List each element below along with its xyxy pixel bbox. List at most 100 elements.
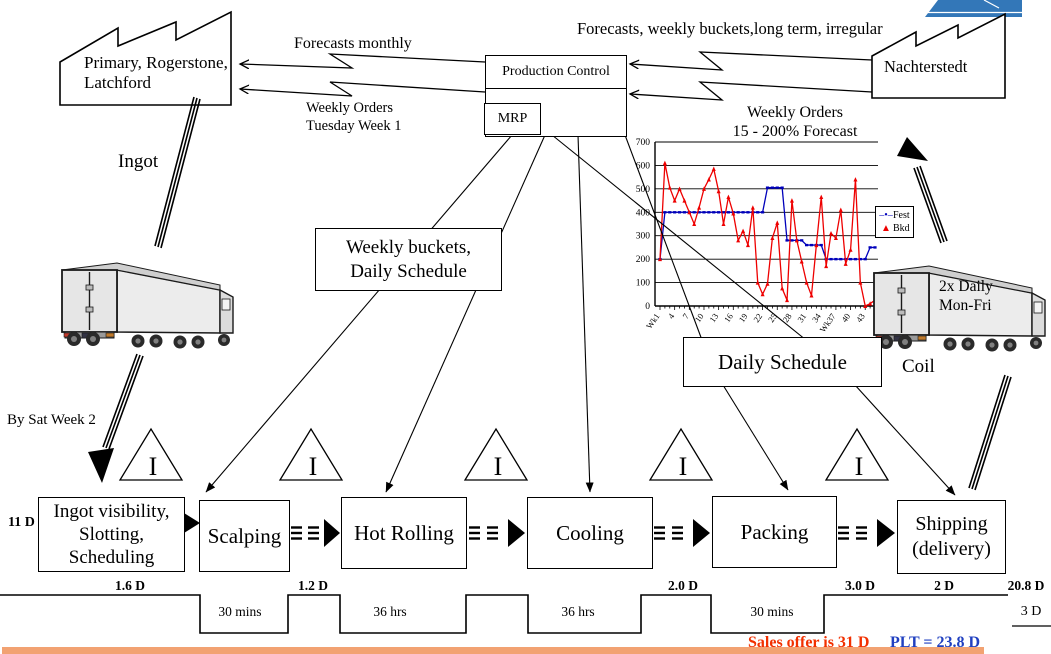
timeline-30mins-1: 30 mins (218, 604, 262, 619)
svg-text:I: I (679, 452, 688, 481)
arrow-forecasts-right (630, 51, 873, 71)
arrow-to-packing (722, 384, 789, 491)
inventory-triangle-icon (118, 427, 184, 481)
svg-text:600: 600 (636, 161, 651, 171)
arrow-to-scalping (205, 134, 513, 493)
label-weekly-orders-left: Weekly Orders Tuesday Week 1 (306, 100, 402, 134)
legend-bkd: ▲Bkd (879, 222, 910, 235)
svg-text:4: 4 (666, 311, 677, 321)
info-flow-arrows (240, 51, 873, 101)
shipment-factory-to-truck-left (154, 96, 201, 249)
timeline-20-8d: 20.8 D (1007, 578, 1045, 593)
svg-text:I: I (855, 452, 864, 481)
factory-icon-right (871, 12, 1006, 99)
timeline-30mins-2: 30 mins (750, 604, 794, 619)
push-arrows (184, 513, 895, 547)
truck-right-frequency: 2x Daily Mon-Fri (939, 278, 993, 314)
svg-text:I: I (149, 452, 158, 481)
production-control-title: Production Control (486, 56, 626, 89)
timeline-1-6d: 1.6 D (115, 578, 145, 593)
arrow-weekly-orders-right (630, 81, 873, 101)
svg-text:I: I (309, 452, 318, 481)
timeline-3-0d: 3.0 D (845, 578, 875, 593)
arrow-box1-box2 (184, 513, 200, 533)
process-box-packing: Packing (712, 496, 837, 568)
inventory-triangle-icon (648, 427, 714, 481)
label-ingot: Ingot (118, 151, 159, 172)
timeline-2d: 2 D (934, 578, 954, 593)
sales-offer-text: Sales offer is 31 D (748, 634, 870, 651)
arrow-to-cooling (577, 134, 594, 493)
line-to-daily-schedule-2 (551, 134, 807, 341)
svg-text:10: 10 (693, 311, 706, 324)
svg-text:22: 22 (751, 311, 764, 324)
shipment-truck-to-plant (88, 353, 144, 483)
svg-text:43: 43 (854, 311, 867, 324)
label-weekly-orders-right: Weekly Orders 15 - 200% Forecast (732, 104, 858, 140)
label-coil: Coil (902, 356, 935, 377)
timeline-extra-3d: 3 D (1020, 604, 1042, 619)
svg-text:16: 16 (722, 311, 735, 324)
mrp-box: MRP (484, 103, 541, 135)
truck-icon-left (61, 262, 234, 350)
svg-text:28: 28 (781, 311, 794, 324)
process-box-hot-rolling: Hot Rolling (341, 497, 467, 569)
svg-text:I: I (494, 452, 503, 481)
label-forecasts-right: Forecasts, weekly buckets,long term, irr… (577, 19, 883, 38)
shipment-shipping-to-truck-right (968, 374, 1012, 491)
svg-text:0: 0 (645, 302, 650, 312)
timeline-36hrs-2: 36 hrs (561, 604, 595, 619)
shipment-truck-to-nachterstedt (897, 137, 948, 244)
svg-text:700: 700 (636, 138, 651, 148)
bkd-marker-icon: ▲ (881, 223, 891, 234)
svg-text:Wk1: Wk1 (644, 311, 662, 330)
logo-banner (925, 0, 1022, 17)
schedule-fan-lines (205, 134, 956, 496)
factory-icon-left (59, 10, 232, 106)
process-box-ingot-visibility: Ingot visibility, Slotting, Scheduling (38, 497, 185, 572)
timeline-2-0d: 2.0 D (668, 578, 698, 593)
svg-text:31: 31 (795, 311, 808, 324)
supplier-left-name: Primary, Rogerstone, Latchford (84, 53, 228, 92)
label-forecasts-monthly: Forecasts monthly (294, 35, 412, 52)
timeline-1-2d: 1.2 D (298, 578, 328, 593)
svg-text:19: 19 (737, 311, 750, 324)
svg-text:7: 7 (680, 311, 691, 320)
inventory-triangle-icon (824, 427, 890, 481)
process-box-shipping: Shipping (delivery) (897, 500, 1006, 574)
plt-text: PLT = 23.8 D (890, 634, 981, 651)
svg-text:200: 200 (636, 255, 651, 265)
timeline-ladder (0, 594, 1051, 634)
footer-strip (2, 647, 984, 654)
svg-text:100: 100 (636, 279, 651, 289)
arrow-forecasts-monthly (240, 53, 486, 68)
arrow-to-hot-rolling (385, 134, 546, 493)
arrow-to-shipping (854, 384, 956, 496)
push-arrow-packing-shipping (838, 519, 895, 547)
line-to-daily-schedule-1 (624, 134, 703, 341)
process-box-scalping: Scalping (199, 500, 290, 572)
svg-text:300: 300 (636, 232, 651, 242)
customer-right-name: Nachterstedt (884, 57, 968, 76)
legend-fest: –•–Fest (879, 210, 910, 221)
process-box-cooling: Cooling (527, 497, 653, 569)
arrow-weekly-orders-left (240, 81, 486, 97)
svg-text:400: 400 (636, 208, 651, 218)
inventory-triangle-icon (278, 427, 344, 481)
fest-marker-icon: –•– (879, 210, 893, 221)
svg-text:500: 500 (636, 185, 651, 195)
shipment-arrows (88, 96, 1012, 491)
inventory-triangles: I I I I I (118, 427, 890, 481)
chart-legend: –•–Fest ▲Bkd (875, 206, 914, 238)
label-by-sat-week2: By Sat Week 2 (7, 412, 96, 428)
push-arrow-scalping-hotrolling (291, 519, 340, 547)
push-arrow-cooling-packing (654, 519, 710, 547)
svg-text:13: 13 (707, 311, 720, 324)
svg-text:Wk37: Wk37 (817, 311, 837, 334)
lead-time-11d: 11 D (8, 515, 35, 530)
daily-schedule-box: Daily Schedule (683, 337, 882, 387)
inventory-triangle-icon (463, 427, 529, 481)
